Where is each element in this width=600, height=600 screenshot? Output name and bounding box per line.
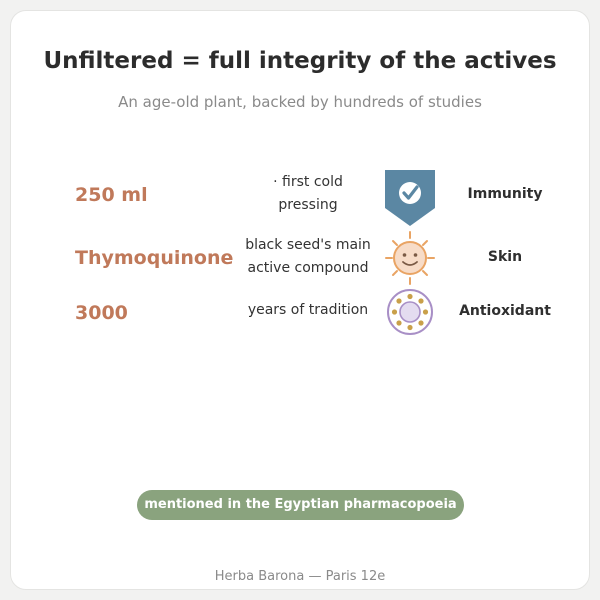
fact-row-volume: 250 ml · first cold pressing Immunity — [0, 165, 600, 228]
footer-text: Herba Barona — Paris 12e — [214, 569, 386, 584]
fact-description: years of tradition — [247, 302, 369, 318]
fact-description: · first cold pressing — [273, 174, 343, 213]
fact-value: Thymoquinone — [75, 247, 234, 269]
benefit-label: Skin — [487, 249, 523, 265]
fact-description: black seed's main active compound — [245, 237, 371, 276]
fact-value: 3000 — [75, 302, 128, 324]
fact-row-tradition: 3000 years of tradition Antioxidant — [0, 282, 600, 342]
benefit-label: Immunity — [467, 186, 543, 202]
page-subtitle: An age-old plant, backed by hundreds of … — [118, 93, 482, 111]
pharmacopoeia-badge: mentioned in the Egyptian pharmacopoeia — [137, 490, 464, 520]
sun-face-icon — [384, 230, 436, 290]
shield-check-icon — [384, 168, 436, 228]
benefit-label: Antioxidant — [459, 303, 551, 319]
page-title: Unfiltered = full integrity of the activ… — [43, 48, 557, 74]
fact-value: 250 ml — [75, 184, 148, 206]
fact-row-compound: Thymoquinone black seed's main active co… — [0, 228, 600, 288]
cell-antioxidant-icon — [384, 286, 436, 346]
